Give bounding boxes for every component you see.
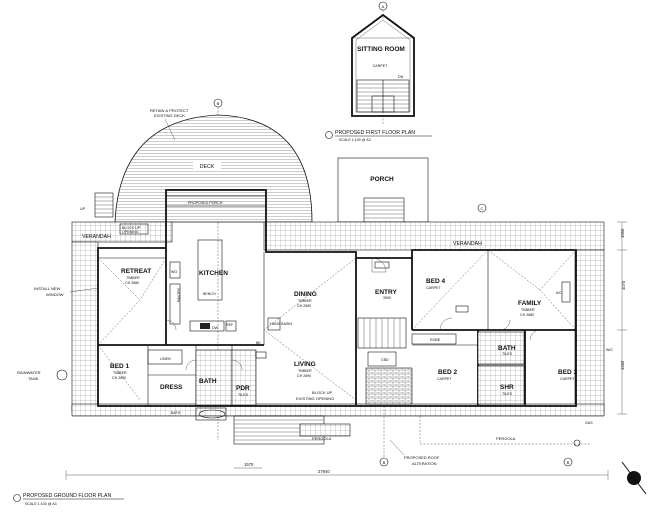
family-label: FAMILY xyxy=(518,300,542,307)
dining-finish: TIMBER xyxy=(298,299,312,303)
ac-label: A/C xyxy=(556,291,562,295)
sitting-room-label: SITTING ROOM xyxy=(357,46,405,53)
dress-label: DRESS xyxy=(160,384,183,391)
first-floor-title: PROPOSED FIRST FLOOR PLAN xyxy=(335,130,415,136)
block-up-note-2: OPENING xyxy=(122,230,139,234)
pdr-label: PDR xyxy=(236,385,250,392)
verandah-left-tiles xyxy=(71,221,173,243)
shr-label: SHR xyxy=(500,384,514,391)
block-up-note-1: BLOCK UP xyxy=(122,226,141,230)
pantry-label: PANTRY xyxy=(177,287,181,302)
verandah-right-label: VERANDAH xyxy=(453,241,482,247)
bed3-finish: CARPET xyxy=(560,377,575,381)
living-finish: TIMBER xyxy=(298,369,312,373)
right-dimension-mid: 4070 xyxy=(621,280,626,290)
ground-floor-scale: SCALE 1:100 @ A3 xyxy=(25,502,57,506)
right-dimension-top: 1550 xyxy=(620,228,625,238)
install-window-note-2: WINDOW xyxy=(46,292,64,297)
bk-label: BK xyxy=(256,341,261,345)
hand-basin-label: HAND BASIN xyxy=(270,322,292,326)
grid-bubble-a: A xyxy=(382,4,385,9)
bench-label: BENCH xyxy=(203,292,216,296)
rainwater-note-1: RAINWATER xyxy=(17,370,41,375)
sitting-room-walls xyxy=(351,13,415,117)
porch-outline xyxy=(337,157,429,223)
bed1-finish: TIMBER xyxy=(113,371,127,375)
retain-deck-note-2: EXISTING DECK xyxy=(154,113,185,118)
bed1-ceiling: CH 2690 xyxy=(112,376,126,380)
gas-label: GAS xyxy=(585,421,593,425)
linen-label: LINEN xyxy=(160,357,171,361)
stair-up-label: UP xyxy=(80,207,86,211)
dining-ceiling: CH 2690 xyxy=(297,304,311,308)
family-ceiling: CH 2680 xyxy=(520,313,534,317)
proposed-porch-note: PROPOSED PORCH xyxy=(188,201,223,205)
pergola-right-label: PERGOLA xyxy=(496,436,516,441)
bed3-label: BED 3 xyxy=(558,369,578,376)
first-floor-scale: SCALE 1:100 @ A3 xyxy=(339,138,371,142)
bath-tub-label: BATH xyxy=(171,411,181,415)
entry-size: 3590 xyxy=(383,296,391,300)
retain-deck-note-1: RETAIN & PROTECT xyxy=(150,108,189,113)
wc-label: W/C xyxy=(606,348,613,352)
verandah-right-tiles xyxy=(263,221,605,251)
bath-label: BATH xyxy=(199,378,217,385)
living-ceiling: CH 2690 xyxy=(297,374,311,378)
right-dimension-bottom: 4460 xyxy=(620,360,625,370)
north-arrow-icon xyxy=(621,461,647,495)
family-finish: TIMBER xyxy=(521,308,535,312)
bed1-label: BED 1 xyxy=(110,363,130,370)
block-up-existing-2: EXISTING OPENING xyxy=(296,396,334,401)
ground-floor-plan: B RETAIN & PROTECT EXISTING DECK DECK UP… xyxy=(13,98,647,506)
partial-dimension: 1570 xyxy=(244,462,254,467)
proposed-roof-note-2: ALTERATION xyxy=(412,461,437,466)
verandah-left-label: VERANDAH xyxy=(82,234,111,240)
bed4-finish: CARPET xyxy=(426,286,441,290)
door-swings xyxy=(165,257,541,371)
bed2-finish: CARPET xyxy=(437,377,452,381)
bath2-label: BATH xyxy=(498,345,516,352)
cbd-label: CBD xyxy=(381,358,389,362)
bed2-label: BED 2 xyxy=(438,369,458,376)
dw-label: DW xyxy=(212,326,219,330)
entry-label: ENTRY xyxy=(375,289,397,296)
ground-floor-title: PROPOSED GROUND FLOOR PLAN xyxy=(23,493,111,499)
bath2-finish: TILES xyxy=(502,352,513,356)
shr-finish: TILES xyxy=(502,392,513,396)
kitchen-label: KITCHEN xyxy=(199,270,228,277)
stair-first-floor: DN xyxy=(356,75,410,113)
retreat-label: RETREAT xyxy=(121,268,151,275)
overall-dimension: 27940 xyxy=(318,469,330,474)
dining-label: DINING xyxy=(294,291,317,298)
first-floor-plan: A SITTING ROOM CARPET DN PROPOSED FIRST … xyxy=(325,1,432,142)
pdr-finish: TILES xyxy=(238,393,249,397)
living-label: LIVING xyxy=(294,361,316,368)
ref-label: REF xyxy=(226,323,234,327)
stair-dn-label: DN xyxy=(398,75,404,79)
wo-label: WO xyxy=(171,270,177,274)
bed4-label: BED 4 xyxy=(426,278,446,285)
grid-bubble-b-top: B xyxy=(217,101,220,106)
block-up-existing-1: BLOCK UP xyxy=(312,390,333,395)
porch-label: PORCH xyxy=(370,176,394,183)
retreat-finish: TIMBER xyxy=(126,276,140,280)
retreat-ceiling: CH 2680 xyxy=(125,281,139,285)
rainwater-note-2: TANK xyxy=(28,376,39,381)
grid-bubble-b-right: B xyxy=(567,460,570,465)
install-window-note-1: INSTALL NEW xyxy=(34,286,60,291)
kitchen-island xyxy=(197,239,223,301)
sitting-room-finish: CARPET xyxy=(373,64,388,68)
robe-label: ROBE xyxy=(430,338,441,342)
pergola-left-label: PERGOLA xyxy=(312,436,332,441)
deck-label: DECK xyxy=(200,164,215,170)
grid-bubble-b-bottom: B xyxy=(383,460,386,465)
proposed-roof-note-1: PROPOSED ROOF xyxy=(404,455,440,460)
grid-bubble-c: C xyxy=(481,206,484,211)
